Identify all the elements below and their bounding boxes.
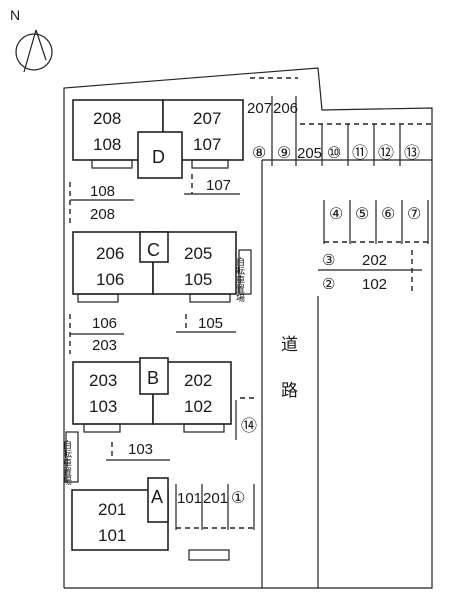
parking-space-11: ⑪ [352, 144, 368, 162]
bicycle-parking-label-1: 自転車置場 [235, 256, 245, 303]
parking-space-2: ② [322, 276, 335, 293]
stair-b [139, 357, 169, 395]
parking-right-lower: ③ 202 ② 102 [318, 250, 422, 294]
parking-space-9: ⑨ [277, 145, 291, 162]
unit-106: 106 [96, 270, 124, 289]
balcony-c-left [77, 293, 119, 303]
parking-space-3: ③ [322, 252, 335, 269]
parking-label-107: 107 [206, 177, 231, 194]
unit-102: 102 [184, 397, 212, 416]
bicycle-parking-label-2: 自転車置場 [62, 439, 72, 486]
unit-105: 105 [184, 270, 212, 289]
parking-label-205: 205 [297, 145, 322, 162]
compass: N [10, 7, 53, 73]
bicycle-parking-c: 自転車置場 [235, 249, 252, 303]
road-label-char-2: 路 [281, 381, 298, 400]
parking-space-12: ⑫ [378, 144, 394, 162]
parking-top: 207 206 ⑧ ⑨ 205 [247, 77, 322, 166]
road-label-char-1: 道 [281, 335, 298, 354]
balcony-c-right [189, 293, 231, 303]
parking-space-14: ⑭ [241, 417, 257, 435]
building-letter-B: B [147, 368, 159, 388]
parking-space-7: ⑦ [407, 206, 421, 223]
unit-208: 208 [93, 109, 121, 128]
parking-right-top: ⑩ ⑪ ⑫ ⑬ [300, 123, 432, 166]
balcony-b-left [83, 423, 121, 433]
unit-203: 203 [89, 371, 117, 390]
site-boundary [63, 67, 433, 589]
parking-14: ⑭ [235, 397, 258, 440]
stair-c [139, 231, 169, 263]
compass-north-label: N [10, 7, 20, 23]
unit-103: 103 [89, 397, 117, 416]
parking-bottom: 101 201 ① [175, 484, 256, 530]
building-D: 208 108 207 107 D [72, 99, 244, 179]
unit-107: 107 [193, 135, 221, 154]
balcony-b-right [183, 423, 225, 433]
parking-label-103: 103 [128, 441, 153, 458]
parking-label-207: 207 [247, 100, 272, 117]
parking-label-203: 203 [92, 337, 117, 354]
parking-label-108: 108 [90, 183, 115, 200]
parking-label-206: 206 [273, 100, 298, 117]
parking-label-202: 202 [362, 252, 387, 269]
parking-space-4: ④ [329, 206, 343, 223]
unit-201: 201 [98, 500, 126, 519]
parking-space-1: ① [231, 490, 245, 507]
parking-right-middle: ④ ⑤ ⑥ ⑦ [323, 200, 430, 244]
compass-arrow-icon [23, 29, 47, 73]
building-C: 206 106 205 105 C [72, 231, 237, 303]
parking-left: 108 208 107 106 203 105 103 [69, 174, 240, 461]
parking-label-106: 106 [92, 315, 117, 332]
parking-label-102: 102 [362, 276, 387, 293]
parking-space-13: ⑬ [404, 144, 420, 162]
parking-space-5: ⑤ [355, 206, 369, 223]
building-A: 201 101 A [71, 477, 230, 561]
compass-circle-icon [15, 33, 53, 71]
parking-label-105: 105 [198, 315, 223, 332]
unit-202: 202 [184, 371, 212, 390]
balcony-d-right [191, 159, 229, 169]
parking-label-201: 201 [203, 490, 228, 507]
stair-d [137, 131, 183, 179]
building-letter-D: D [152, 147, 165, 167]
building-letter-A: A [151, 487, 163, 507]
bicycle-parking-c-frame [238, 249, 252, 295]
parking-label-208: 208 [90, 206, 115, 223]
balcony-a [188, 549, 230, 561]
parking-space-10: ⑩ [327, 145, 341, 162]
unit-101: 101 [98, 526, 126, 545]
balcony-d-left [91, 159, 133, 169]
bicycle-parking-b: 自転車置場 [62, 431, 79, 486]
unit-108: 108 [93, 135, 121, 154]
parking-space-6: ⑥ [381, 206, 395, 223]
building-letter-C: C [147, 240, 160, 260]
unit-205: 205 [184, 244, 212, 263]
unit-207: 207 [193, 109, 221, 128]
building-B: 203 103 202 102 B [72, 357, 232, 433]
stair-a [147, 477, 169, 523]
parking-label-101: 101 [177, 490, 202, 507]
parking-space-8: ⑧ [252, 145, 266, 162]
unit-206: 206 [96, 244, 124, 263]
bicycle-parking-b-frame [65, 431, 79, 483]
